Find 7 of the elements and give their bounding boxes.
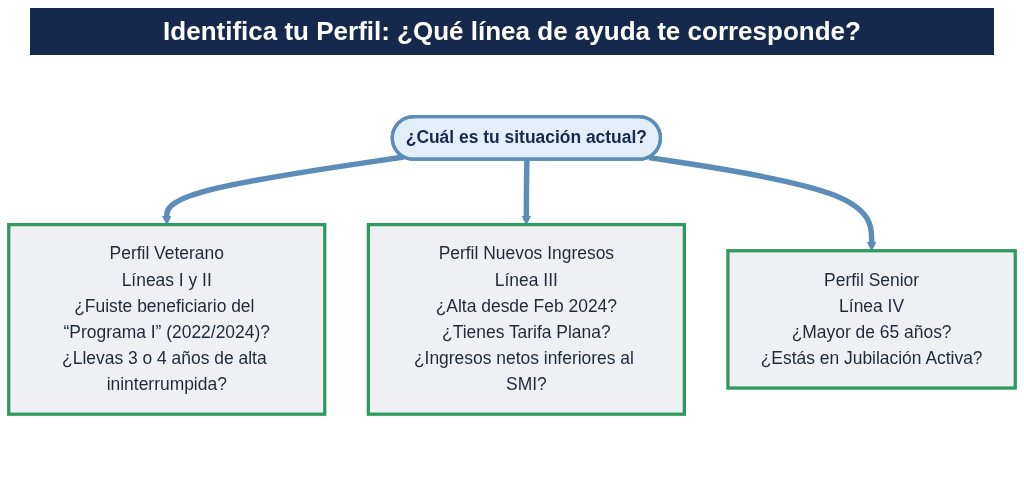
- arrow: [648, 154, 877, 251]
- arrow: [521, 159, 532, 225]
- node-box: Perfil Nuevos Ingresos Línea III ¿Alta desde Feb 2024? ¿Tienes Tarifa Plana? ¿Ingresos netos inferiores al SMI?: [366, 222, 686, 416]
- title-banner: Identifica tu Perfil: ¿Qué línea de ayuda te corresponde?: [30, 8, 994, 55]
- node-box: Perfil Senior Línea IV ¿Mayor de 65 años? ¿Estás en Jubilación Activa?: [726, 248, 1017, 390]
- node-box: Perfil Veterano Líneas I y II ¿Fuiste beneficiario del “Programa I” (2022/2024)? ¿Llevas 3 o 4 años de alta ininterrumpida?: [7, 222, 327, 416]
- arrow: [161, 153, 404, 225]
